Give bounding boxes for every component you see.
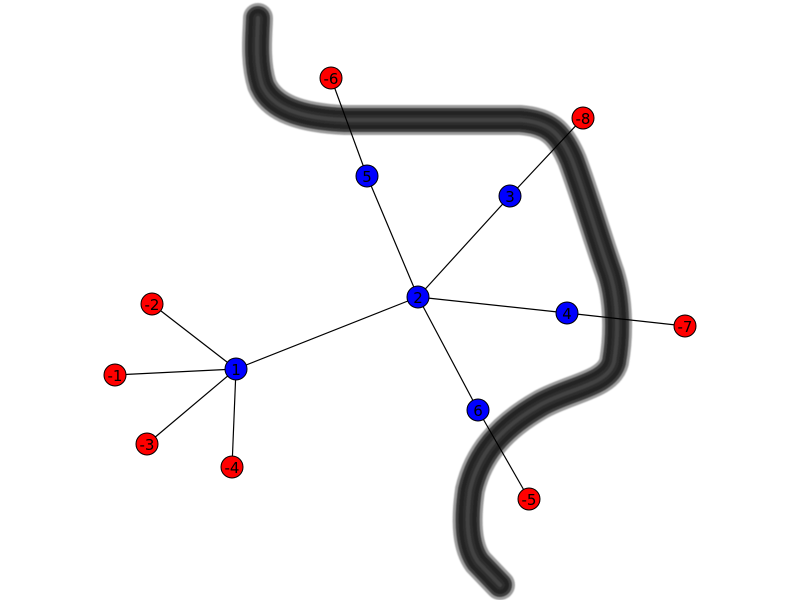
edges	[114, 77, 686, 500]
node--6: -6	[319, 66, 343, 90]
node-circle-4	[555, 301, 579, 325]
edge-1-to--4	[231, 368, 237, 468]
node-1: 1	[224, 357, 248, 381]
node-circle--3	[135, 432, 159, 456]
node--1: -1	[103, 363, 127, 387]
nodes: 1 2 3 4 5 6 -1 -2 -3 -4 -5 -6 -7 -8	[103, 66, 697, 511]
node--7: -7	[673, 314, 697, 338]
node--3: -3	[135, 432, 159, 456]
brush-stroke-path	[242, 3, 633, 600]
node--2: -2	[140, 292, 164, 316]
node-label-4: 4	[562, 305, 572, 323]
edge-1-to--2	[151, 303, 237, 370]
node-circle-3	[498, 184, 522, 208]
node-label--6: -6	[324, 70, 339, 88]
node--8: -8	[571, 106, 595, 130]
edge-1-to-2	[235, 296, 419, 370]
node-label-6: 6	[473, 402, 483, 420]
edge-1-to--3	[146, 368, 237, 445]
node-5: 5	[355, 164, 379, 188]
edge-1-to--1	[114, 368, 237, 376]
node--4: -4	[220, 455, 244, 479]
node-2: 2	[406, 285, 430, 309]
node-label-1: 1	[231, 361, 241, 379]
node-circle-1	[224, 357, 248, 381]
node-circle--5	[517, 487, 541, 511]
node-label--3: -3	[140, 436, 155, 454]
node-circle--8	[571, 106, 595, 130]
node-label-2: 2	[413, 289, 423, 307]
edge-6-to--5	[477, 409, 530, 500]
edge-2-to-6	[417, 296, 479, 411]
brush-stroke-layer	[255, 16, 620, 587]
node-circle--4	[220, 455, 244, 479]
node-circle--6	[319, 66, 343, 90]
edge-4-to--7	[566, 312, 686, 327]
edge-2-to-3	[417, 195, 511, 298]
node-label-3: 3	[505, 188, 515, 206]
node--5: -5	[517, 487, 541, 511]
node-label--1: -1	[108, 367, 123, 385]
node-label--8: -8	[576, 110, 591, 128]
node-circle--7	[673, 314, 697, 338]
edge-5-to--6	[330, 77, 368, 177]
edge-3-to--8	[509, 117, 584, 197]
brush-stroke-layer	[242, 3, 633, 600]
node-label--5: -5	[522, 491, 537, 509]
node-label--2: -2	[145, 296, 160, 314]
node-label-5: 5	[362, 168, 372, 186]
node-6: 6	[466, 398, 490, 422]
node-circle-6	[466, 398, 490, 422]
edge-2-to-4	[417, 296, 568, 314]
node-circle--1	[103, 363, 127, 387]
node-circle-5	[355, 164, 379, 188]
node-circle--2	[140, 292, 164, 316]
node-circle-2	[406, 285, 430, 309]
edge-2-to-5	[366, 175, 419, 298]
node-label--4: -4	[225, 459, 240, 477]
node-label--7: -7	[678, 318, 693, 336]
node-4: 4	[555, 301, 579, 325]
node-3: 3	[498, 184, 522, 208]
